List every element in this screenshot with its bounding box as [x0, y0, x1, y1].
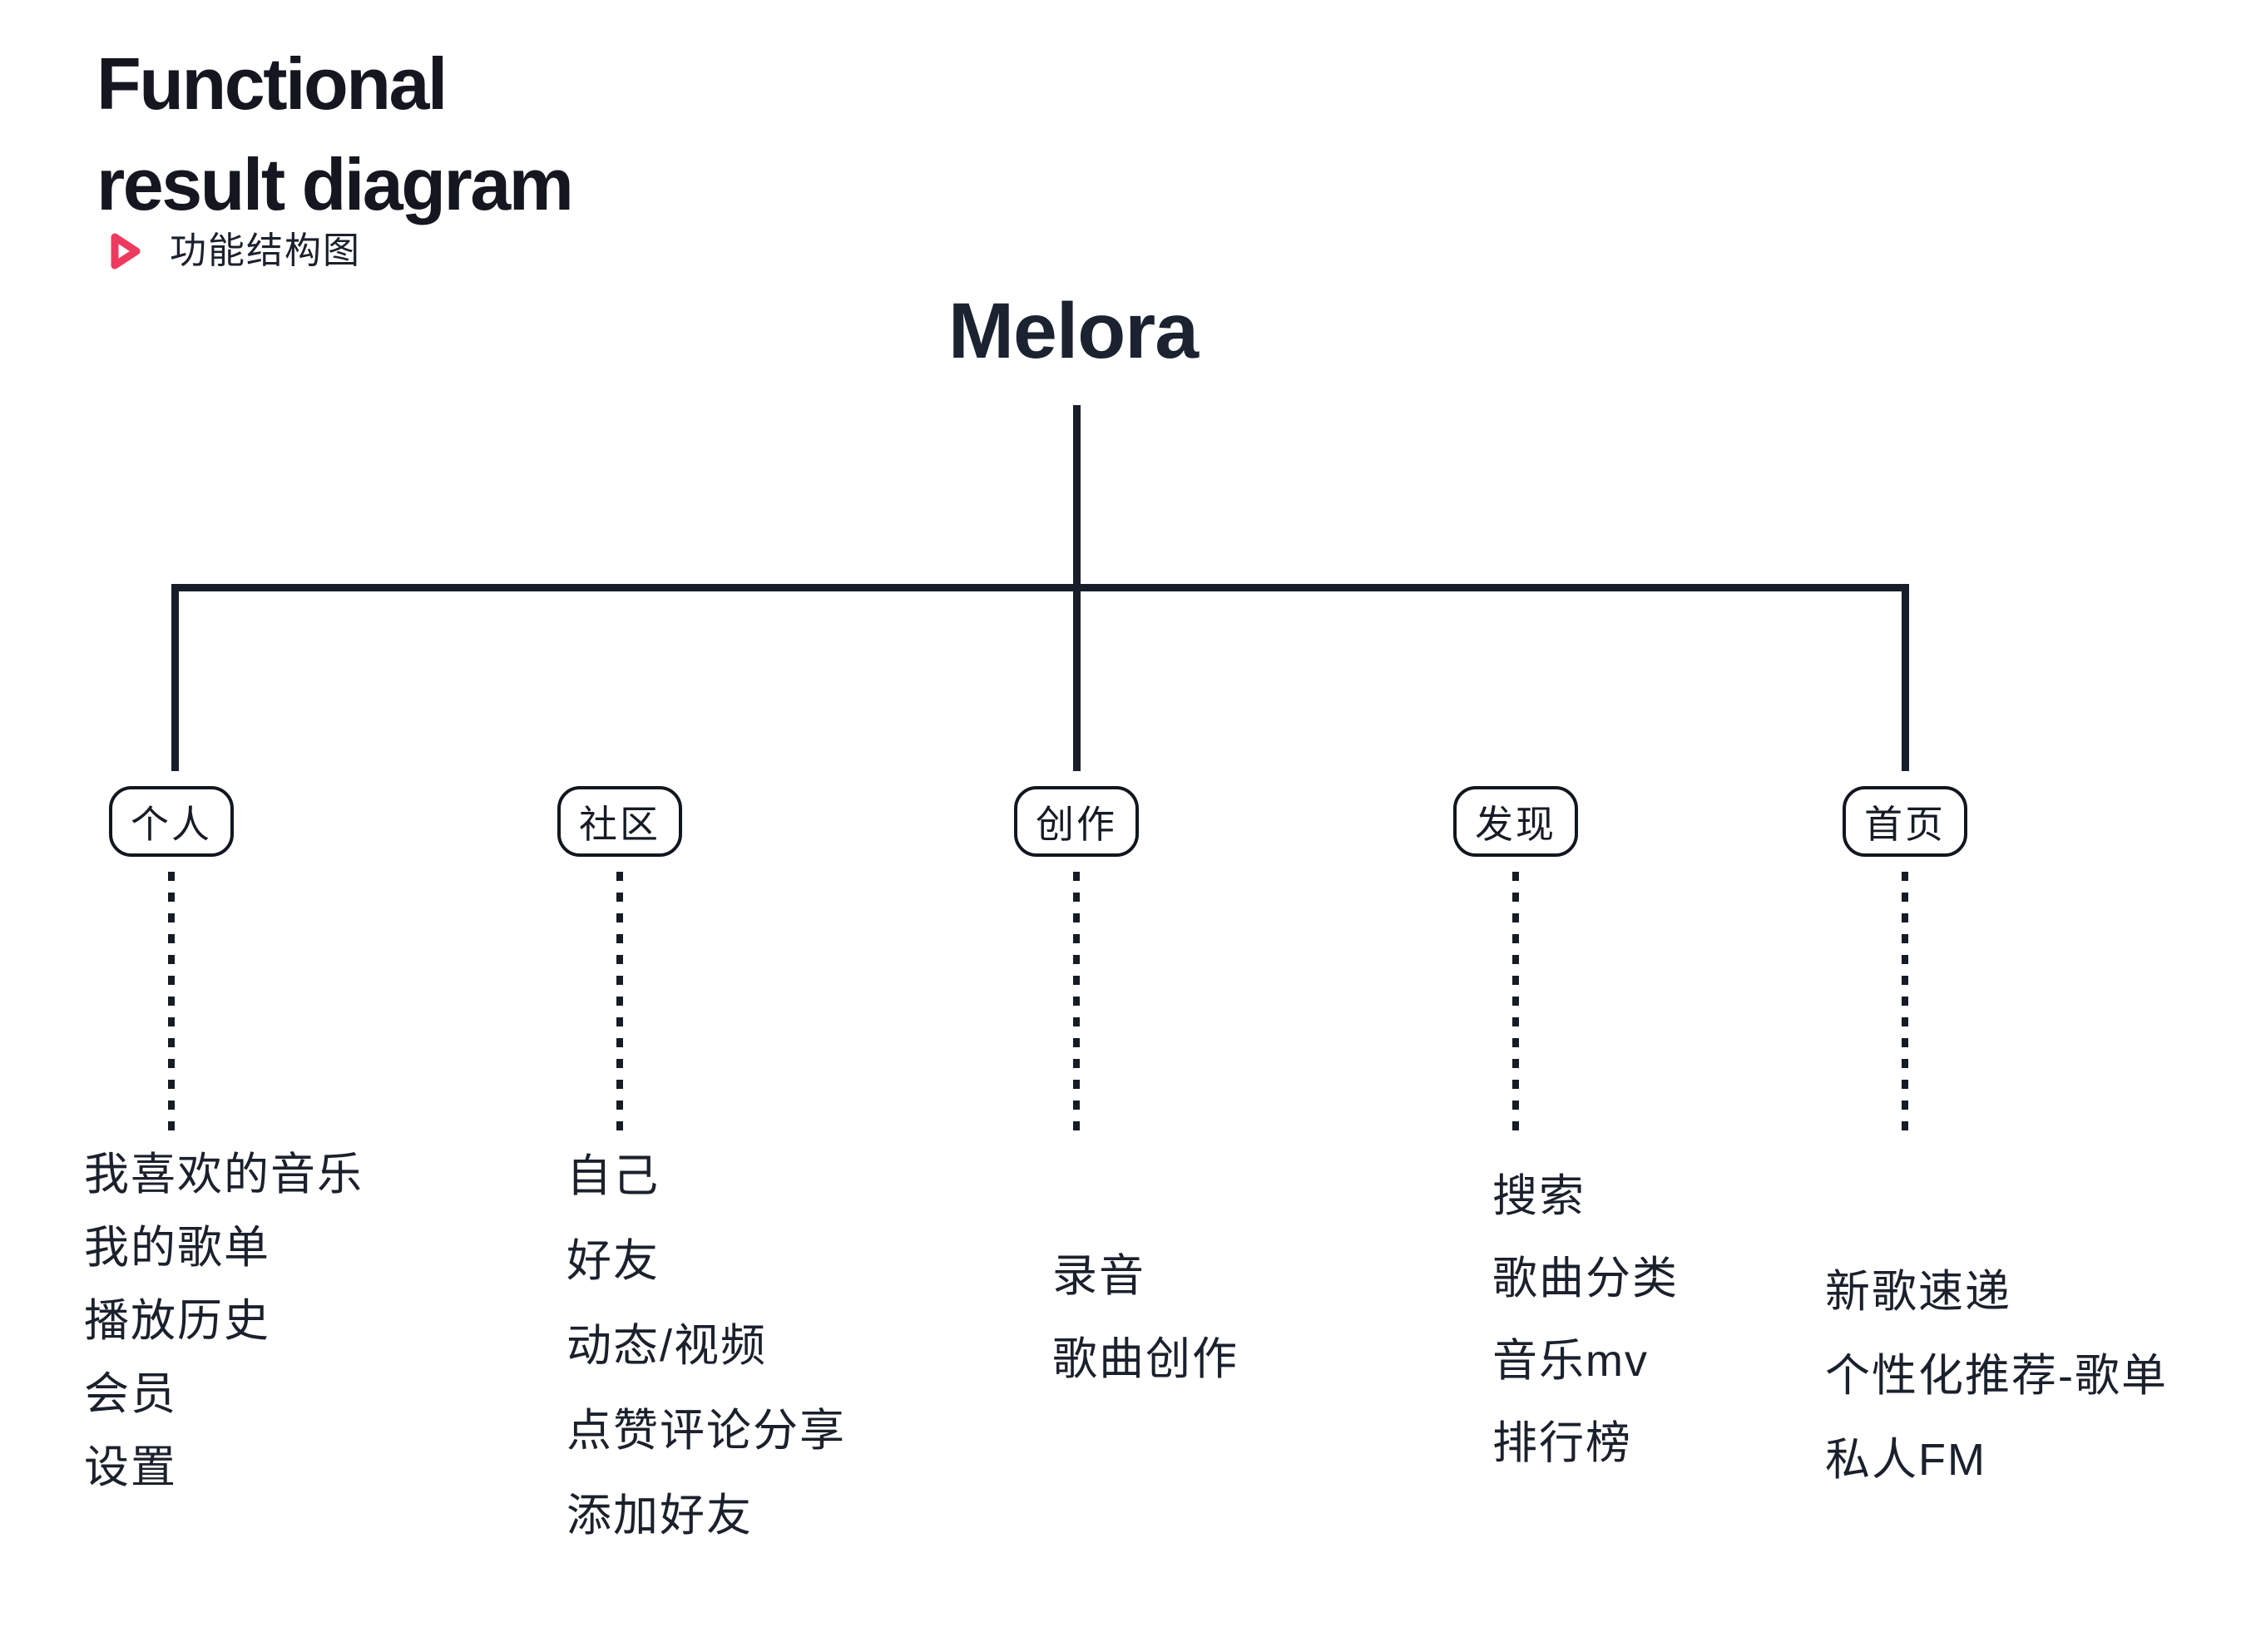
- branch-node-personal: 个人: [109, 786, 234, 857]
- dashed-connector-create: [1073, 872, 1080, 1141]
- list-item: 播放历史: [84, 1296, 270, 1346]
- branch-node-create: 创作: [1014, 786, 1139, 857]
- connector-drop-right: [1902, 584, 1909, 771]
- list-item: 自己: [566, 1151, 660, 1201]
- dashed-connector-community: [616, 872, 623, 1141]
- list-item: 好友: [566, 1236, 660, 1286]
- subtitle-row: 功能结构图: [103, 226, 361, 276]
- feature-list-create: 录音 歌曲创作: [1052, 1234, 1239, 1401]
- page-title-line2: result diagram: [96, 143, 574, 225]
- play-icon: [111, 233, 141, 270]
- list-item: 录音: [1052, 1251, 1145, 1301]
- feature-list-discover: 搜索 歌曲分类 音乐mv 排行榜: [1492, 1155, 1679, 1485]
- list-item: 动态/视频: [566, 1321, 768, 1371]
- list-item: 音乐mv: [1492, 1336, 1649, 1386]
- branch-node-community: 社区: [557, 786, 682, 857]
- root-node-label: Melora: [947, 287, 1199, 375]
- dashed-connector-home: [1902, 872, 1908, 1141]
- dashed-connector-discover: [1512, 872, 1519, 1141]
- feature-list-personal: 我喜欢的音乐 我的歌单 播放历史 会员 设置: [84, 1138, 364, 1504]
- connector-horizontal: [171, 584, 1909, 591]
- branch-node-home: 首页: [1843, 786, 1967, 857]
- list-item: 个性化推荐-歌单: [1825, 1351, 2168, 1401]
- feature-list-home: 新歌速递 个性化推荐-歌单 私人FM: [1825, 1250, 2168, 1502]
- feature-list-community: 自己 好友 动态/视频 点赞评论分享 添加好友: [566, 1134, 846, 1558]
- list-item: 设置: [84, 1442, 177, 1492]
- page-title: Functional result diagram: [96, 33, 574, 235]
- list-item: 点赞评论分享: [566, 1406, 846, 1456]
- page-title-line1: Functional: [96, 42, 448, 125]
- branch-node-discover: 发现: [1453, 786, 1578, 857]
- list-item: 搜索: [1492, 1171, 1586, 1221]
- dashed-connector-personal: [168, 872, 175, 1141]
- connector-drop-left: [171, 584, 179, 771]
- list-item: 我喜欢的音乐: [84, 1150, 364, 1199]
- list-item: 歌曲创作: [1052, 1334, 1239, 1384]
- list-item: 歌曲分类: [1492, 1254, 1679, 1303]
- list-item: 排行榜: [1492, 1418, 1632, 1468]
- list-item: 新歌速递: [1825, 1267, 2011, 1317]
- list-item: 会员: [84, 1369, 177, 1419]
- list-item: 我的歌单: [84, 1223, 270, 1273]
- list-item: 私人FM: [1825, 1435, 1986, 1485]
- subtitle-label: 功能结构图: [170, 230, 361, 271]
- list-item: 添加好友: [566, 1491, 753, 1541]
